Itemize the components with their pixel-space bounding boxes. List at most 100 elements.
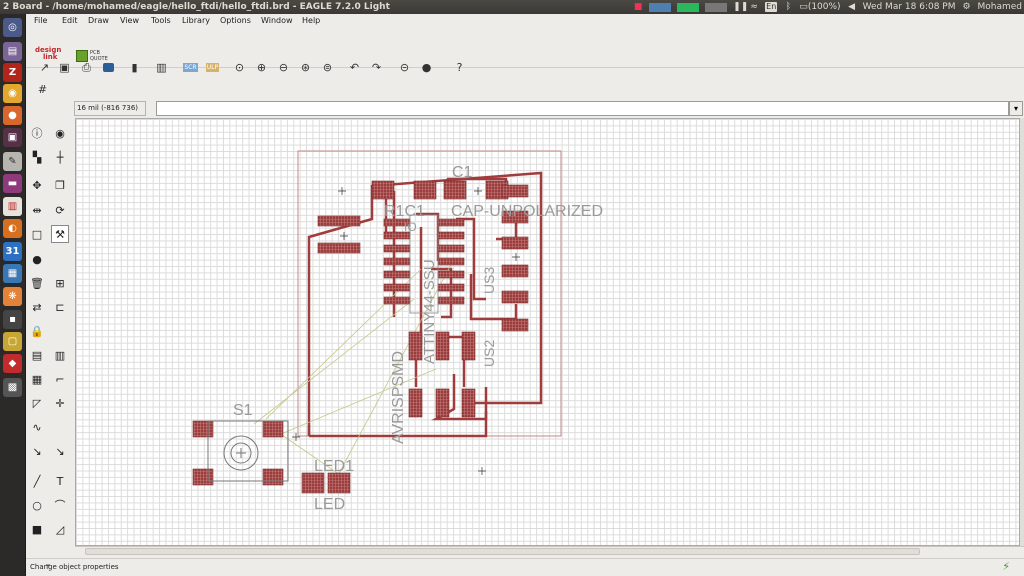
redo-icon[interactable]: ↷ [371, 61, 382, 74]
status-bolt-icon[interactable]: ⚡ [1002, 560, 1010, 573]
zoom-select-icon[interactable]: ⊜ [322, 61, 333, 74]
more-tools-chevron-icon[interactable]: ⌄ [44, 558, 52, 568]
help-icon[interactable]: ? [456, 61, 463, 74]
user-name[interactable]: Mohamed [977, 2, 1022, 12]
go-icon[interactable]: ● [421, 61, 432, 74]
ubuntu-dash-icon[interactable]: ◎ [3, 18, 22, 37]
keyboard-layout-indicator[interactable]: En [765, 2, 778, 12]
smash-tool-icon[interactable]: ▤ [31, 348, 43, 362]
change-tool-icon[interactable]: ⚒ [51, 225, 69, 243]
replace-tool-icon[interactable]: ⇄ [32, 300, 42, 314]
mark-tool-icon[interactable]: ┼ [56, 150, 64, 164]
horizontal-scrollbar[interactable] [75, 546, 1024, 556]
cpu-monitor-icon[interactable] [649, 2, 672, 12]
designlink-logo[interactable]: design link [35, 46, 62, 61]
memory-monitor-icon[interactable] [677, 2, 700, 12]
polygon-tool-icon[interactable]: ◿ [55, 522, 65, 536]
filezilla-icon[interactable]: Z [3, 63, 22, 82]
clock[interactable]: Wed Mar 18 6:08 PM [862, 2, 956, 12]
menu-library[interactable]: Library [182, 16, 210, 25]
session-gear-icon[interactable]: ⚙ [962, 2, 971, 12]
group-tool-icon[interactable]: □ [31, 227, 43, 241]
text-editor-icon[interactable]: ✎ [3, 152, 22, 171]
stop-icon[interactable]: ⊝ [399, 61, 410, 74]
command-line-input[interactable] [156, 101, 1009, 116]
volume-icon[interactable]: ◀ [848, 2, 856, 12]
menu-edit[interactable]: Edit [62, 16, 78, 25]
grid-icon[interactable]: # [37, 83, 48, 96]
vertical-scrollbar[interactable] [1020, 118, 1024, 546]
board-switch-icon[interactable]: ▮ [131, 61, 138, 74]
firefox-icon[interactable]: ● [3, 106, 22, 125]
menu-tools[interactable]: Tools [151, 16, 171, 25]
info-tool-icon[interactable]: ⓘ [31, 127, 43, 140]
network-monitor-icon[interactable] [705, 2, 728, 12]
workspace-icon[interactable]: ▩ [3, 378, 22, 397]
copy-tool-icon[interactable]: ❐ [55, 178, 65, 192]
menu-window[interactable]: Window [261, 16, 293, 25]
app-settings-icon[interactable]: ❋ [3, 287, 22, 306]
app-yellow-icon[interactable]: ▢ [3, 332, 22, 351]
cam-processor-icon[interactable] [100, 59, 117, 76]
value-tool-icon[interactable]: ▦ [31, 372, 43, 386]
files-icon[interactable]: ▤ [3, 42, 22, 61]
zoom-in-icon[interactable]: ⊕ [256, 61, 267, 74]
signal-tool-icon[interactable]: ↘ [55, 444, 65, 458]
move-tool-icon[interactable]: ✥ [32, 178, 42, 192]
menu-draw[interactable]: Draw [88, 16, 109, 25]
calendar-icon[interactable]: 31 [3, 242, 22, 261]
add-tool-icon[interactable]: ⊞ [55, 276, 65, 290]
lock-tool-icon[interactable]: 🔒 [30, 324, 44, 338]
bluetooth-icon[interactable]: ᛒ [785, 2, 791, 12]
mirror-tool-icon[interactable]: ⇹ [32, 203, 42, 217]
open-icon[interactable]: ↗ [39, 61, 50, 74]
undo-icon[interactable]: ↶ [349, 61, 360, 74]
app-dark-icon[interactable]: ▪ [3, 310, 22, 329]
board-drawing[interactable]: S1 LED1 LED C1 R1C1 CAP-UNPOLARIZED AVRI… [76, 119, 1020, 546]
pause-icon[interactable]: ❚❚ [733, 2, 749, 12]
system-monitor-icon[interactable]: ▦ [3, 264, 22, 283]
command-history-dropdown[interactable]: ▾ [1009, 101, 1023, 116]
split-tool-icon[interactable]: ⊏ [55, 300, 65, 314]
app-orange-icon[interactable]: ◐ [3, 219, 22, 238]
pcb-quote-logo[interactable] [76, 50, 88, 62]
circle-tool-icon[interactable]: ○ [32, 498, 42, 512]
zoom-out-icon[interactable]: ⊖ [278, 61, 289, 74]
ulp-icon[interactable]: ULP [205, 63, 220, 72]
ripup-tool-icon[interactable]: ↘ [32, 444, 42, 458]
meander-tool-icon[interactable]: ∿ [32, 420, 42, 434]
board-canvas[interactable]: S1 LED1 LED C1 R1C1 CAP-UNPOLARIZED AVRI… [75, 118, 1020, 546]
print-icon[interactable]: ⎙ [82, 60, 91, 74]
optimize-tool-icon[interactable]: ◸ [32, 396, 42, 410]
redraw-icon[interactable]: ⊛ [300, 61, 311, 74]
presentation-icon[interactable]: ▬ [3, 174, 22, 193]
menu-view[interactable]: View [120, 16, 139, 25]
wifi-icon[interactable]: ≈ [750, 2, 758, 12]
rect-tool-icon[interactable]: ■ [31, 522, 43, 536]
menu-file[interactable]: File [34, 16, 48, 25]
battery-icon[interactable]: ▭(100%) [799, 2, 841, 12]
miter-tool-icon[interactable]: ⌐ [55, 372, 65, 386]
paste-tool-icon[interactable]: ● [32, 252, 42, 266]
menu-options[interactable]: Options [220, 16, 251, 25]
display-tool-icon[interactable]: ▚ [32, 150, 42, 164]
save-icon[interactable]: ▣ [59, 61, 70, 74]
delete-tool-icon[interactable]: 🗑 [30, 276, 44, 290]
name-tool-icon[interactable]: ▥ [54, 348, 66, 362]
text-tool-icon[interactable]: T [56, 474, 64, 488]
arc-tool-icon[interactable]: ⌒ [54, 499, 66, 512]
chromium-icon[interactable]: ◉ [3, 84, 22, 103]
show-tool-icon[interactable]: ◉ [55, 126, 65, 140]
script-icon[interactable]: ▥ [156, 61, 167, 74]
terminal-icon[interactable]: ▣ [3, 128, 22, 147]
zoom-fit-icon[interactable]: ⊙ [234, 61, 245, 74]
popcorn-icon[interactable]: ▥ [3, 197, 22, 216]
app-red-icon[interactable]: ◆ [3, 354, 22, 373]
fullscreen-icon[interactable]: ■ [633, 2, 643, 12]
layers-icon[interactable]: SCR [183, 63, 198, 72]
horizontal-scrollbar-thumb[interactable] [85, 548, 920, 555]
route-tool-icon[interactable]: ✛ [55, 396, 65, 410]
wire-tool-icon[interactable]: ╱ [33, 474, 41, 488]
rotate-tool-icon[interactable]: ⟳ [55, 203, 65, 217]
menu-help[interactable]: Help [302, 16, 321, 25]
